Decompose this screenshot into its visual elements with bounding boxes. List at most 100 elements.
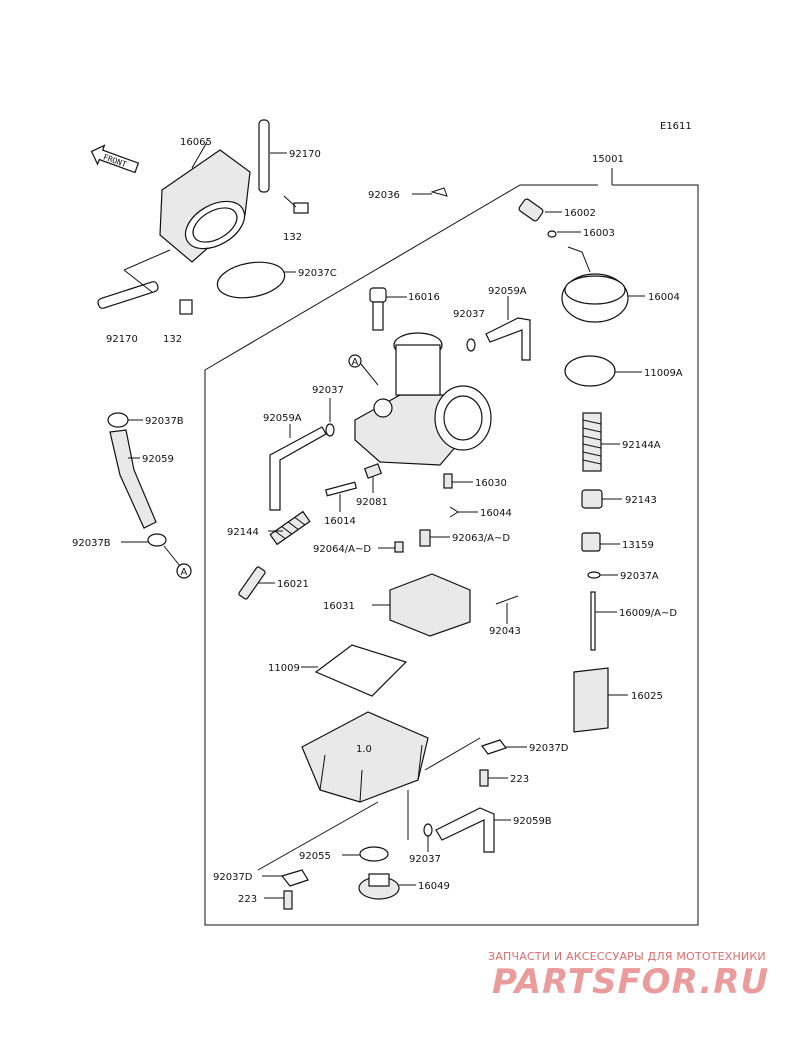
part-label-92081: 92081 [356,497,388,508]
part-label-16021: 16021 [277,579,309,590]
part-label-92144A: 92144A [622,440,661,451]
o-ring-92055 [359,846,389,862]
float-16031 [389,573,471,637]
part-label-11009: 11009 [268,663,300,674]
part-label-16002: 16002 [564,208,596,219]
slide-16025 [573,667,609,733]
part-label-92037B-top: 92037B [145,416,184,427]
part-16002 [518,198,544,222]
part-label-92037A: 92037A [620,571,659,582]
part-label-16009: 16009/A~D [619,608,677,619]
part-label-16044: 16044 [480,508,512,519]
part-label-92037-bottom: 92037 [409,854,441,865]
intake-manifold [159,149,251,263]
bracket-92170-bottom [97,281,159,309]
code-label: E1611 [660,121,692,132]
gasket-11009 [314,644,408,697]
bracket-92170-top [258,119,270,193]
part-label-92059A-left: 92059A [263,413,302,424]
o-ring-11009a [564,355,616,387]
clip-92037d-left [280,869,309,887]
part-label-92037-mid: 92037 [312,385,344,396]
part-label-223-left: 223 [238,894,257,905]
assembly-frame [204,184,699,926]
spring-92081 [363,463,383,479]
part-label-92170a: 92170 [289,149,321,160]
part-label-92036: 92036 [368,190,400,201]
bolt-132-bottom [179,299,193,315]
drain-plug-16049 [358,873,400,900]
spring-92144 [269,510,311,546]
part-label-16016: 16016 [408,292,440,303]
float-bowl: 1.0 [301,711,429,803]
part-16030 [443,473,453,489]
part-label-92059B: 92059B [513,816,552,827]
callout-a-left [176,563,192,579]
carburetor-body [354,332,492,466]
part-label-92037D-left: 92037D [213,872,253,883]
screw-16021 [238,566,266,600]
part-label-92037B-bottom: 92037B [72,538,111,549]
part-label-92059A-top: 92059A [488,286,527,297]
part-label-92055: 92055 [299,851,331,862]
screw-16016 [369,287,387,331]
clip-92037a [587,571,601,579]
part-label-16030: 16030 [475,478,507,489]
part-label-92037D-right: 92037D [529,743,569,754]
part-label-16014: 16014 [324,516,356,527]
part-label-92064: 92064/A~D [313,544,371,555]
svg-text:A: A [352,357,359,368]
part-label-16031: 16031 [323,601,355,612]
part-label-11009A: 11009A [644,368,683,379]
screw-223-right [479,769,489,787]
hose-92059a-left [269,426,327,511]
part-label-92043: 92043 [489,626,521,637]
clip-92037-bottom [423,823,433,837]
part-label-15001: 15001 [592,154,624,165]
part-label-13159: 13159 [622,540,654,551]
needle-16009 [590,591,596,651]
screw-16014 [324,481,358,497]
hose-92059 [109,429,157,529]
part-label-16003: 16003 [583,228,615,239]
jet-92064 [394,541,404,553]
part-13159 [581,532,601,552]
hose-92059b [435,807,495,853]
clip-92037b-bottom [147,533,167,547]
screw-223-left [283,890,293,910]
svg-text:A: A [181,567,188,578]
front-arrow-icon: FRONT [90,144,140,174]
part-label-16004: 16004 [648,292,680,303]
part-92143 [581,489,603,509]
svg-text:1.0: 1.0 [356,744,372,755]
part-16003 [547,230,557,238]
part-label-92144: 92144 [227,527,259,538]
part-label-132a: 132 [283,232,302,243]
part-label-92170b: 92170 [106,334,138,345]
top-cap-16004 [561,246,629,323]
pin-92043 [495,595,519,605]
hose-92059a-top [485,317,531,361]
clip-92037-mid [325,423,335,437]
bolt-132-top [283,195,309,214]
part-label-92063: 92063/A~D [452,533,510,544]
part-label-92037C: 92037C [298,268,337,279]
part-label-16025: 16025 [631,691,663,702]
clip-92036 [430,187,448,197]
watermark-logo: PARTSFOR.RU [492,962,770,1002]
clamp-92037c [216,261,286,299]
jet-92063 [419,529,431,547]
clip-16044 [449,506,459,518]
clip-92037b-top [107,412,129,428]
watermark-tagline: ЗАПЧАСТИ И АКСЕССУАРЫ ДЛЯ МОТОТЕХНИКИ [488,950,766,963]
clip-92037d-right [481,739,507,755]
part-label-16049: 16049 [418,881,450,892]
part-label-92143: 92143 [625,495,657,506]
callout-a-carb [348,354,362,368]
spring-92144a [582,412,602,472]
part-label-16065: 16065 [180,137,212,148]
part-label-132b: 132 [163,334,182,345]
part-label-223-right: 223 [510,774,529,785]
part-label-92059: 92059 [142,454,174,465]
